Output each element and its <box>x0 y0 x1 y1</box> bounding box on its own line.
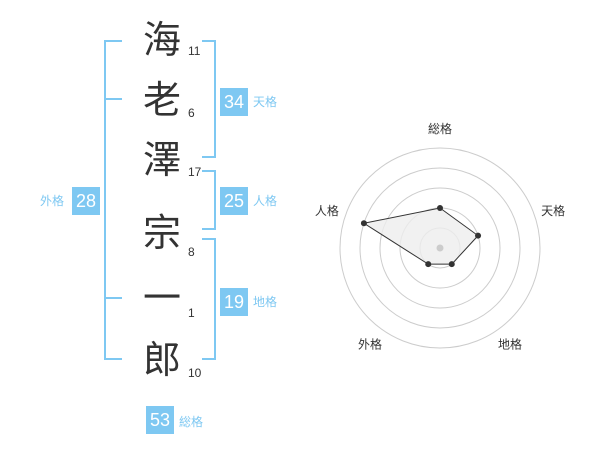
radar-point-4 <box>425 261 432 268</box>
chikaku-badge: 19 <box>220 288 248 316</box>
jinkaku-label: 人格 <box>253 194 278 208</box>
name-char-6: 郎 <box>142 338 181 382</box>
soukaku-badge: 53 <box>146 406 174 434</box>
radar-ring-4 <box>359 167 521 329</box>
name-char-4: 宗 <box>142 211 181 255</box>
gaikaku-badge: 28 <box>72 187 100 215</box>
chikaku-label: 地格 <box>253 295 278 309</box>
stroke-count-4: 8 <box>188 245 195 259</box>
gaikaku-tick-bottom <box>104 297 122 299</box>
jinkaku-badge: 25 <box>220 187 248 215</box>
tenkaku-label: 天格 <box>253 95 278 109</box>
gaikaku-label: 外格 <box>40 194 65 208</box>
soukaku-label: 総格 <box>179 415 204 429</box>
name-char-5: 一 <box>142 276 181 320</box>
radar-axis-label-2: 天格 <box>541 203 565 218</box>
radar-axis-label-3: 地格 <box>498 336 522 351</box>
stroke-count-2: 6 <box>188 106 195 120</box>
gaikaku-tick-top <box>104 98 122 100</box>
stroke-count-1: 11 <box>188 44 201 58</box>
radar-point-5 <box>360 220 367 227</box>
radar-point-3 <box>448 261 455 268</box>
name-char-1: 海 <box>142 18 181 62</box>
radar-points <box>360 205 482 268</box>
radar-series-polygon <box>362 207 479 265</box>
tenkaku-badge: 34 <box>220 88 248 116</box>
stroke-count-5: 1 <box>188 306 195 320</box>
radar-point-1 <box>437 205 443 211</box>
stroke-count-3: 17 <box>188 165 202 179</box>
radar-axis-label-1: 総格 <box>428 121 452 136</box>
radar-axis-label-5: 人格 <box>315 203 339 218</box>
radar-ring-3 <box>379 187 501 309</box>
radar-ring-5 <box>339 147 541 349</box>
chikaku-bracket <box>202 238 216 360</box>
tenkaku-bracket <box>202 40 216 158</box>
name-char-3: 澤 <box>142 138 181 182</box>
radar-point-2 <box>475 232 482 239</box>
gaikaku-bracket <box>104 40 122 360</box>
radar-center-dot <box>436 244 444 252</box>
jinkaku-bracket <box>202 170 216 230</box>
name-char-2: 老 <box>142 78 181 122</box>
stroke-count-6: 10 <box>188 366 202 380</box>
radar-axis-label-4: 外格 <box>358 336 382 351</box>
